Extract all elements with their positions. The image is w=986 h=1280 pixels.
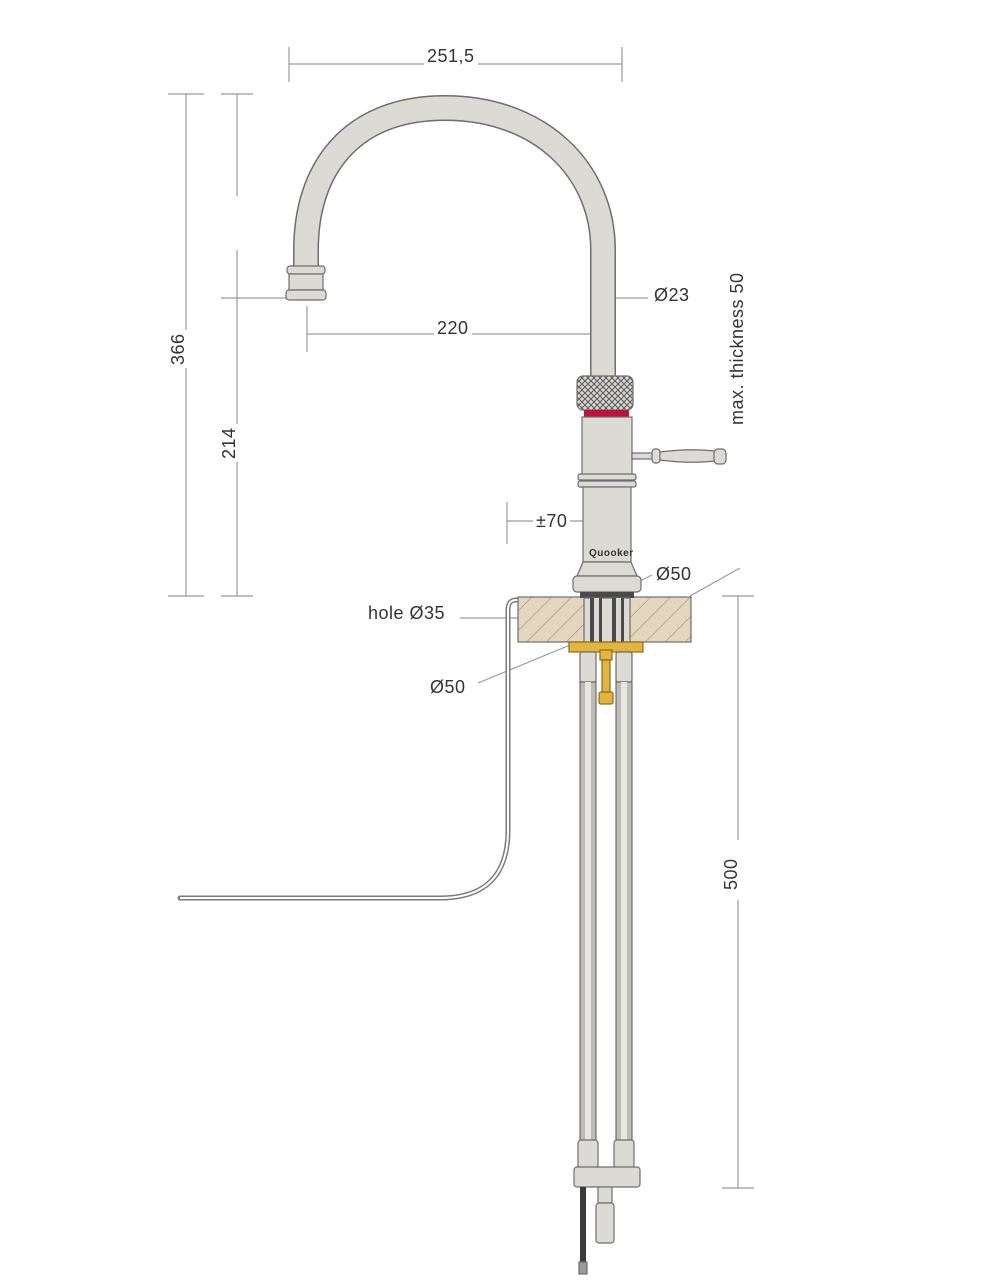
tap-body <box>572 375 642 598</box>
handle-lever <box>631 448 727 465</box>
dim-hole: hole Ø35 <box>365 603 449 623</box>
power-cable <box>177 597 579 901</box>
dim-spout-reach: 220 <box>434 318 472 338</box>
water-hoses <box>573 681 641 1275</box>
spout-nozzle <box>285 265 327 301</box>
dim-max-thickness: max. thickness 50 <box>727 269 747 428</box>
dim-spout-height: 214 <box>219 424 239 462</box>
dim-base-diameter: Ø50 <box>653 564 695 584</box>
dim-nut-diameter: Ø50 <box>427 677 469 697</box>
dim-tube-diameter: Ø23 <box>651 285 693 305</box>
brand-logo: Quooker <box>589 548 634 559</box>
dim-total-height: 366 <box>168 330 188 368</box>
dim-hose-length: 500 <box>721 855 741 893</box>
dim-top-width: 251,5 <box>424 46 478 66</box>
mounting-hardware <box>568 597 644 705</box>
dim-adjust-range: ±70 <box>533 511 571 531</box>
